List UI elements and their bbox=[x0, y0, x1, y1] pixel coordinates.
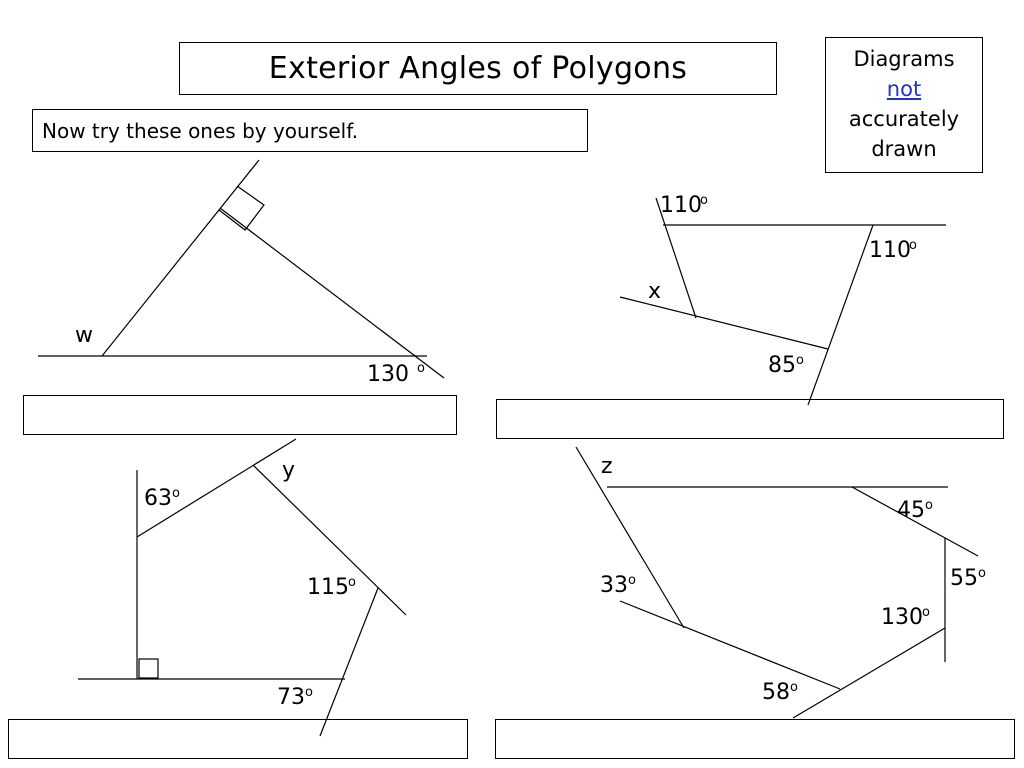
hexagon-diagram bbox=[575, 446, 979, 719]
hex-bottom-left-side bbox=[619, 600, 841, 690]
triangle-diagram bbox=[38, 159, 445, 379]
triangle-right-side bbox=[219, 207, 445, 379]
hex-top-right-side bbox=[851, 486, 979, 557]
quadrilateral-diagram bbox=[619, 197, 946, 406]
label-130-triangle: 130 bbox=[367, 362, 409, 387]
disclaimer-line-4: drawn bbox=[871, 137, 937, 161]
answer-box-quadrilateral[interactable] bbox=[496, 399, 1004, 439]
quad-bottom-side bbox=[619, 296, 829, 350]
label-130-hexagon: 130 bbox=[881, 605, 923, 630]
pent-top-left-side bbox=[136, 438, 297, 538]
degree-sign: o bbox=[628, 573, 636, 588]
triangle-left-side bbox=[101, 159, 260, 357]
label-85: 85 bbox=[768, 353, 796, 378]
pent-top-right-side bbox=[252, 464, 407, 616]
degree-sign: o bbox=[796, 353, 804, 368]
instruction-text: Now try these ones by yourself. bbox=[42, 118, 359, 143]
label-63: 63 bbox=[144, 486, 172, 511]
hex-left-side bbox=[575, 446, 685, 629]
instruction-box: Now try these ones by yourself. bbox=[32, 109, 588, 152]
pent-right-side bbox=[319, 587, 379, 737]
pentagon-diagram bbox=[78, 438, 407, 737]
pent-right-angle-marker bbox=[138, 658, 159, 679]
answer-box-hexagon[interactable] bbox=[495, 719, 1015, 759]
degree-sign: o bbox=[348, 575, 356, 590]
label-x: x bbox=[648, 279, 661, 304]
degree-sign: o bbox=[172, 486, 180, 501]
right-angle-marker bbox=[218, 185, 265, 231]
label-58: 58 bbox=[762, 680, 790, 705]
degree-sign: o bbox=[909, 238, 917, 253]
degree-sign: o bbox=[700, 193, 708, 208]
quad-right-side bbox=[807, 224, 874, 406]
label-33: 33 bbox=[600, 573, 628, 598]
disclaimer-not-link[interactable]: not bbox=[886, 77, 922, 101]
degree-sign: o bbox=[305, 685, 313, 700]
label-115: 115 bbox=[307, 575, 349, 600]
hex-bottom-right-side bbox=[792, 627, 946, 719]
answer-box-triangle[interactable] bbox=[23, 395, 457, 435]
label-73: 73 bbox=[277, 685, 305, 710]
page-title: Exterior Angles of Polygons bbox=[268, 51, 688, 86]
label-110-right: 110 bbox=[869, 238, 911, 263]
disclaimer-line-3: accurately bbox=[848, 107, 960, 131]
label-z: z bbox=[601, 454, 613, 479]
label-55: 55 bbox=[950, 566, 978, 591]
label-y: y bbox=[282, 458, 295, 483]
title-box: Exterior Angles of Polygons bbox=[179, 42, 777, 95]
disclaimer-line-1: Diagrams bbox=[853, 47, 955, 71]
label-110-top: 110 bbox=[660, 193, 702, 218]
degree-sign: o bbox=[922, 605, 930, 620]
degree-sign: o bbox=[978, 566, 986, 581]
disclaimer-box: Diagrams not accurately drawn bbox=[825, 37, 983, 173]
degree-sign: o bbox=[417, 361, 425, 376]
label-w: w bbox=[75, 323, 93, 348]
label-45: 45 bbox=[897, 498, 925, 523]
answer-box-pentagon[interactable] bbox=[8, 719, 468, 759]
degree-sign: o bbox=[925, 498, 933, 513]
degree-sign: o bbox=[790, 680, 798, 695]
quad-left-side bbox=[655, 197, 697, 319]
